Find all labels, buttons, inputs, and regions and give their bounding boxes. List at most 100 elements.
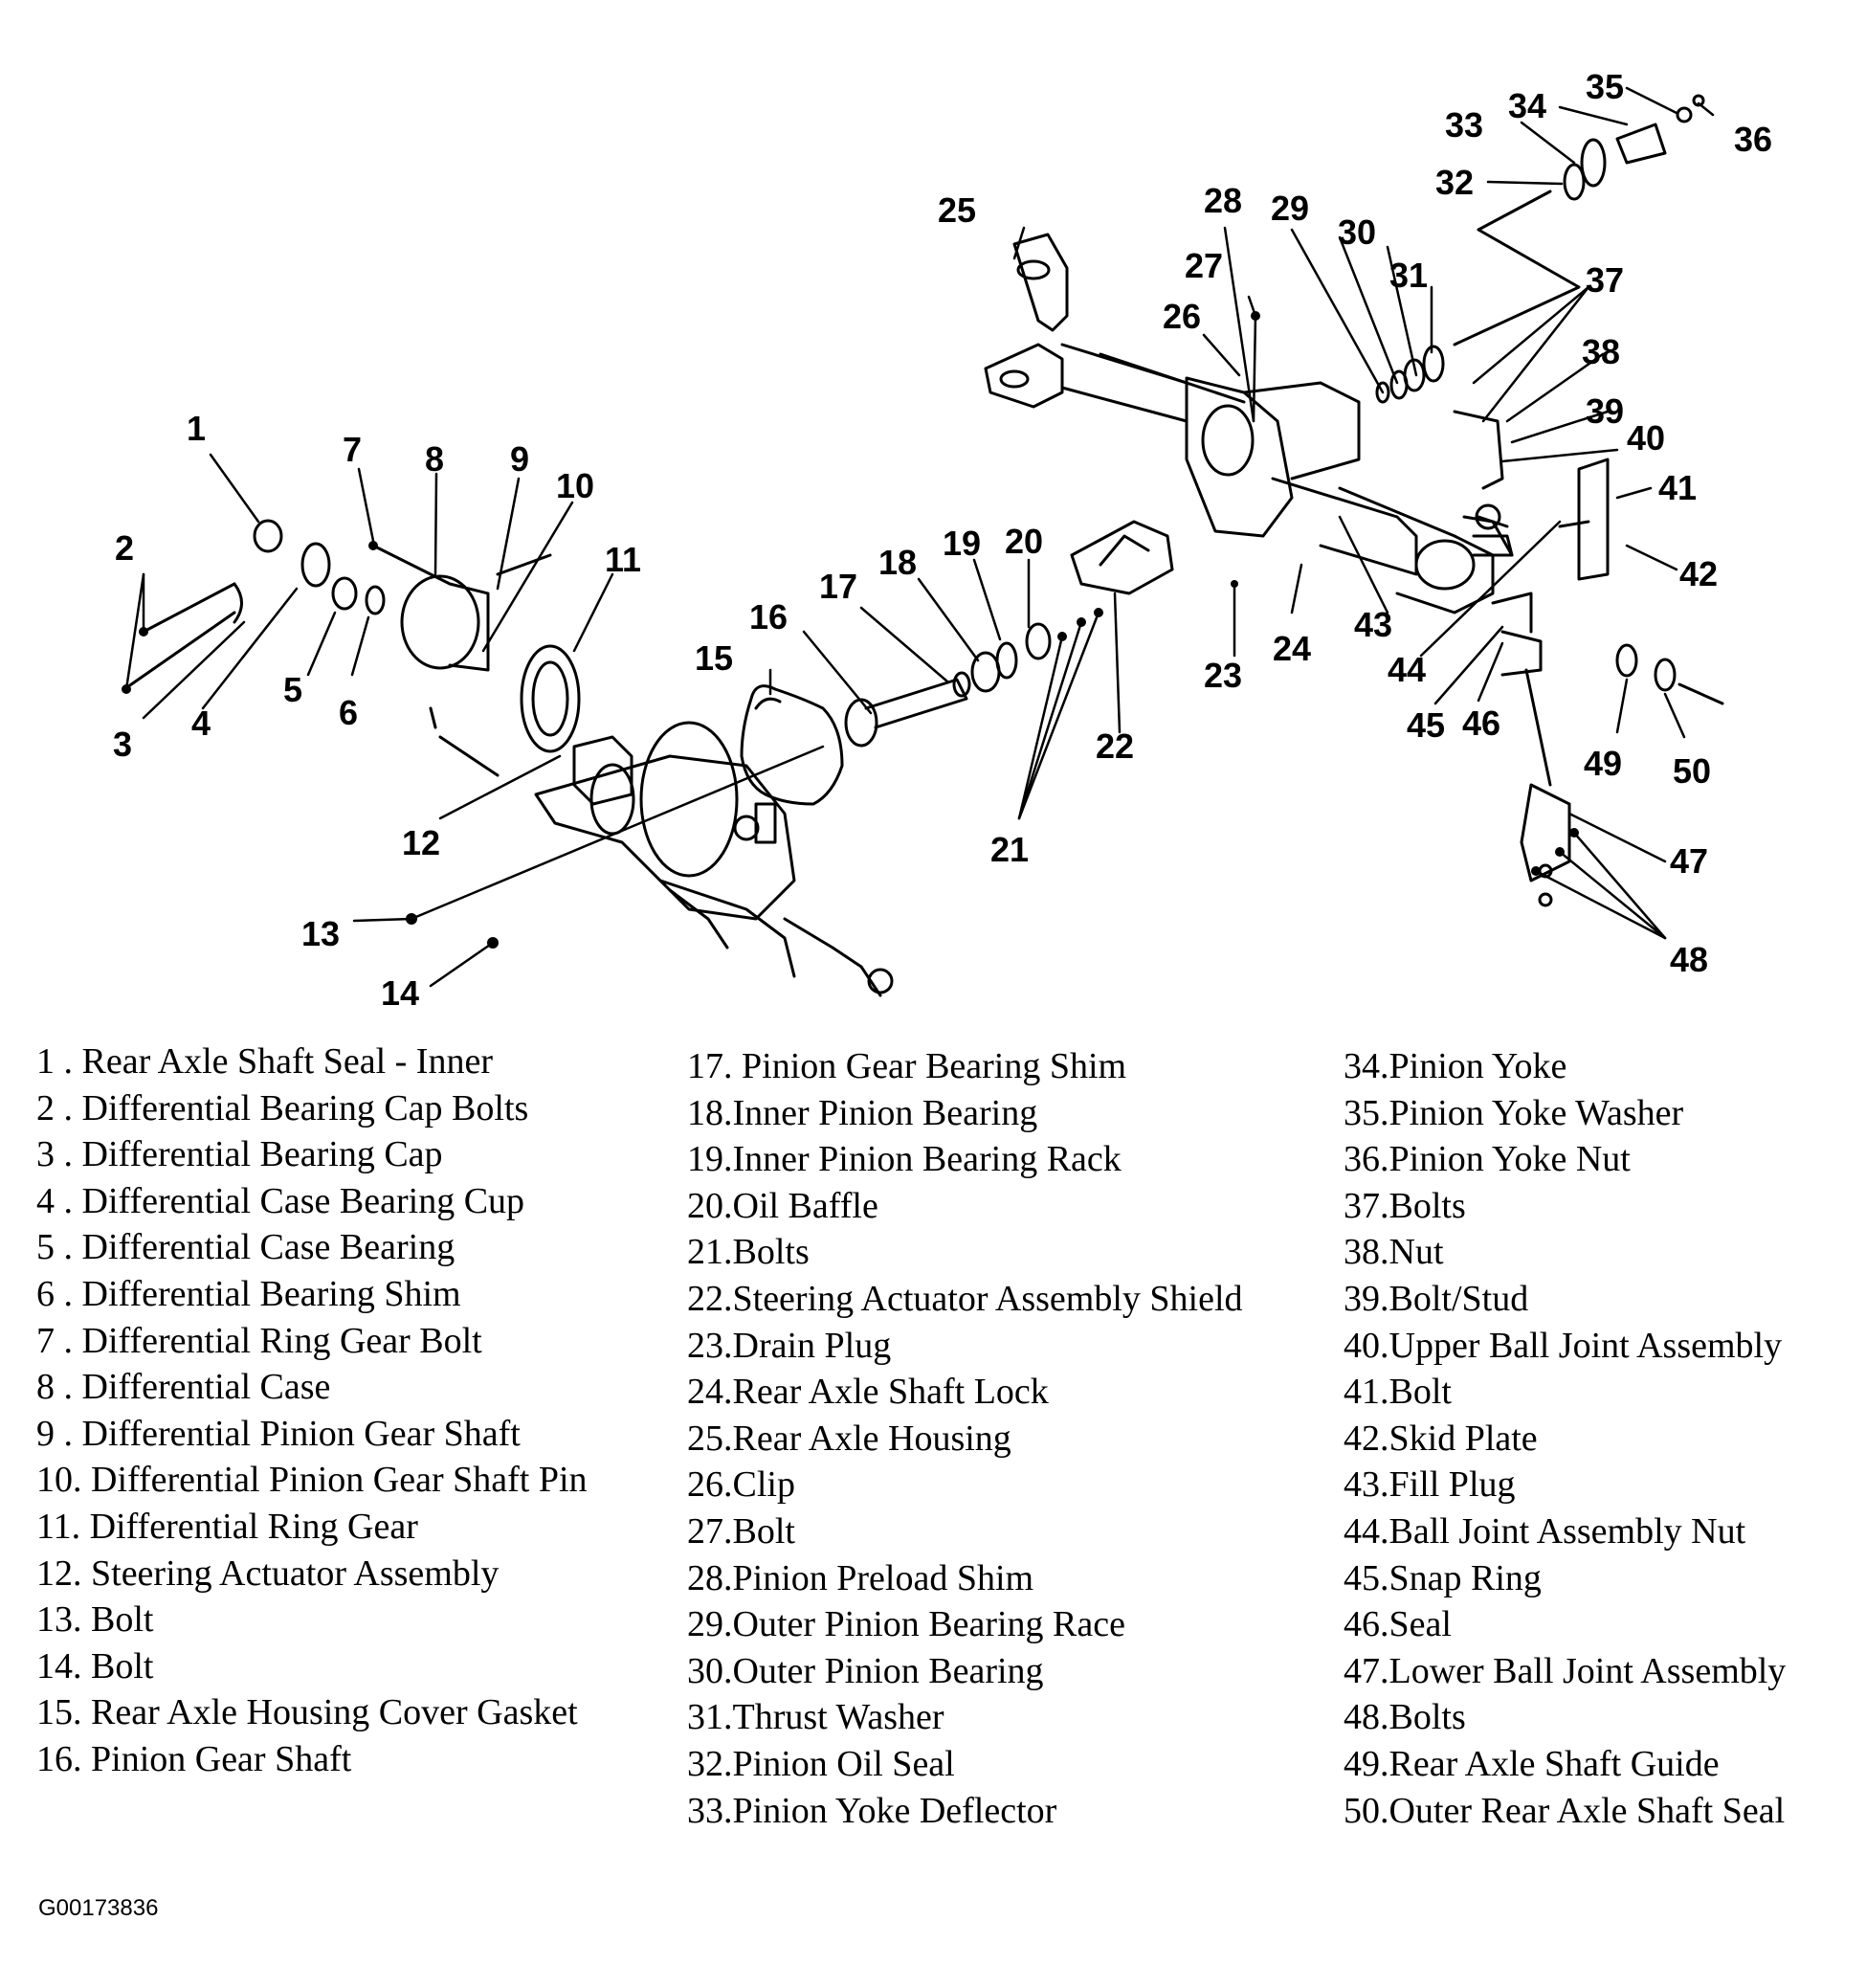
parts-legend-column-2: 17. Pinion Gear Bearing Shim 18.Inner Pi… <box>687 1043 1243 1834</box>
legend-item: 44.Ball Joint Assembly Nut <box>1344 1510 1746 1552</box>
callout-35: 35 <box>1586 67 1624 106</box>
legend-item: 25.Rear Axle Housing <box>687 1418 1011 1459</box>
callout-17: 17 <box>819 567 857 606</box>
legend-item: 41.Bolt <box>1344 1372 1452 1413</box>
callout-4: 4 <box>191 704 211 743</box>
callout-9: 9 <box>510 439 529 479</box>
legend-item: 32.Pinion Oil Seal <box>687 1743 955 1784</box>
callout-47: 47 <box>1670 841 1708 881</box>
bolt-dots <box>122 311 1579 949</box>
exploded-view-svg: 1 2 3 4 5 6 7 8 9 10 11 12 13 14 15 16 1… <box>113 67 1772 1013</box>
callout-50: 50 <box>1673 751 1711 791</box>
callout-leader-lines <box>124 86 1715 988</box>
exploded-view-diagram: 1 2 3 4 5 6 7 8 9 10 11 12 13 14 15 16 1… <box>113 67 1772 1013</box>
steering-actuator-shield <box>1070 520 1174 595</box>
legend-item: 37.Bolts <box>1344 1185 1466 1226</box>
callout-28: 28 <box>1204 181 1242 220</box>
callout-37: 37 <box>1586 260 1624 300</box>
legend-item: 29.Outer Pinion Bearing Race <box>687 1604 1126 1645</box>
callout-42: 42 <box>1679 554 1718 593</box>
legend-item: 28.Pinion Preload Shim <box>687 1557 1034 1598</box>
callout-5: 5 <box>283 670 302 709</box>
legend-item: 35.Pinion Yoke Washer <box>1344 1092 1684 1133</box>
legend-item: 45.Snap Ring <box>1344 1557 1542 1598</box>
legend-item: 9 . Differential Pinion Gear Shaft <box>36 1413 521 1454</box>
legend-item: 36.Pinion Yoke Nut <box>1344 1139 1631 1180</box>
legend-item: 46.Seal <box>1344 1604 1452 1645</box>
callout-34: 34 <box>1508 86 1546 125</box>
callout-39: 39 <box>1586 391 1624 431</box>
pinion-yoke-assembly <box>1375 94 1705 404</box>
callout-41: 41 <box>1658 468 1697 507</box>
callout-numbers: 1 2 3 4 5 6 7 8 9 10 11 12 13 14 15 16 1… <box>113 67 1772 1013</box>
legend-item: 48.Bolts <box>1344 1697 1466 1738</box>
rear-axle-housing-cover-gasket <box>740 684 844 806</box>
ball-joint-and-skid-plate <box>1453 410 1724 907</box>
legend-item: 4 . Differential Case Bearing Cup <box>36 1180 525 1221</box>
callout-14: 14 <box>381 973 419 1013</box>
legend-item: 3 . Differential Bearing Cap <box>36 1134 443 1175</box>
legend-item: 2 . Differential Bearing Cap Bolts <box>36 1087 529 1128</box>
legend-item: 47.Lower Ball Joint Assembly <box>1344 1650 1787 1691</box>
callout-32: 32 <box>1435 163 1474 202</box>
legend-item: 18.Inner Pinion Bearing <box>687 1092 1038 1133</box>
callout-19: 19 <box>943 524 981 563</box>
callout-13: 13 <box>301 914 340 953</box>
legend-item: 6 . Differential Bearing Shim <box>36 1273 461 1314</box>
callout-44: 44 <box>1388 650 1426 689</box>
callout-49: 49 <box>1584 744 1622 783</box>
legend-item: 13. Bolt <box>36 1599 154 1641</box>
legend-item: 8 . Differential Case <box>36 1367 331 1408</box>
legend-item: 5 . Differential Case Bearing <box>36 1227 455 1268</box>
callout-46: 46 <box>1462 704 1500 743</box>
callout-20: 20 <box>1005 522 1043 561</box>
callout-26: 26 <box>1163 297 1201 336</box>
legend-item: 17. Pinion Gear Bearing Shim <box>687 1046 1127 1086</box>
callout-24: 24 <box>1273 629 1311 668</box>
legend-item: 11. Differential Ring Gear <box>36 1506 418 1547</box>
callout-16: 16 <box>749 597 788 637</box>
callout-15: 15 <box>695 638 733 678</box>
callout-36: 36 <box>1734 120 1772 159</box>
steering-actuator-assembly <box>534 721 894 997</box>
callout-22: 22 <box>1096 726 1134 766</box>
legend-item: 31.Thrust Washer <box>687 1697 944 1738</box>
legend-item: 23.Drain Plug <box>687 1325 892 1366</box>
callout-21: 21 <box>990 830 1029 869</box>
legend-item: 49.Rear Axle Shaft Guide <box>1344 1743 1720 1784</box>
callout-23: 23 <box>1204 656 1242 695</box>
legend-item: 1 . Rear Axle Shaft Seal - Inner <box>36 1041 493 1082</box>
legend-item: 40.Upper Ball Joint Assembly <box>1344 1325 1783 1366</box>
callout-8: 8 <box>425 439 444 479</box>
legend-item: 43.Fill Plug <box>1344 1464 1516 1506</box>
legend-item: 27.Bolt <box>687 1510 795 1552</box>
legend-item: 39.Bolt/Stud <box>1344 1278 1529 1319</box>
parts-legend-column-1: 1 . Rear Axle Shaft Seal - Inner 2 . Dif… <box>36 1039 588 1783</box>
legend-item: 15. Rear Axle Housing Cover Gasket <box>36 1692 578 1733</box>
callout-12: 12 <box>402 823 440 862</box>
callout-6: 6 <box>339 693 358 732</box>
legend-item: 26.Clip <box>687 1464 795 1506</box>
legend-item: 24.Rear Axle Shaft Lock <box>687 1372 1049 1413</box>
callout-31: 31 <box>1389 256 1428 295</box>
callout-38: 38 <box>1582 332 1620 371</box>
legend-item: 16. Pinion Gear Shaft <box>36 1738 352 1779</box>
callout-3: 3 <box>113 725 132 764</box>
callout-45: 45 <box>1407 705 1445 745</box>
callout-48: 48 <box>1670 940 1708 979</box>
callout-30: 30 <box>1338 212 1376 252</box>
legend-item: 34.Pinion Yoke <box>1344 1046 1567 1086</box>
callout-33: 33 <box>1445 105 1483 145</box>
legend-item: 21.Bolts <box>687 1232 810 1273</box>
callout-7: 7 <box>343 430 362 469</box>
legend-item: 19.Inner Pinion Bearing Rack <box>687 1139 1122 1180</box>
legend-item: 12. Steering Actuator Assembly <box>36 1552 500 1594</box>
callout-25: 25 <box>938 190 976 230</box>
legend-item: 42.Skid Plate <box>1344 1418 1538 1459</box>
callout-2: 2 <box>115 528 134 568</box>
legend-item: 10. Differential Pinion Gear Shaft Pin <box>36 1460 588 1501</box>
callout-40: 40 <box>1627 418 1665 458</box>
legend-item: 50.Outer Rear Axle Shaft Seal <box>1344 1790 1786 1831</box>
pinion-gear-shaft-parts <box>844 622 1052 748</box>
legend-item: 20.Oil Baffle <box>687 1185 878 1226</box>
